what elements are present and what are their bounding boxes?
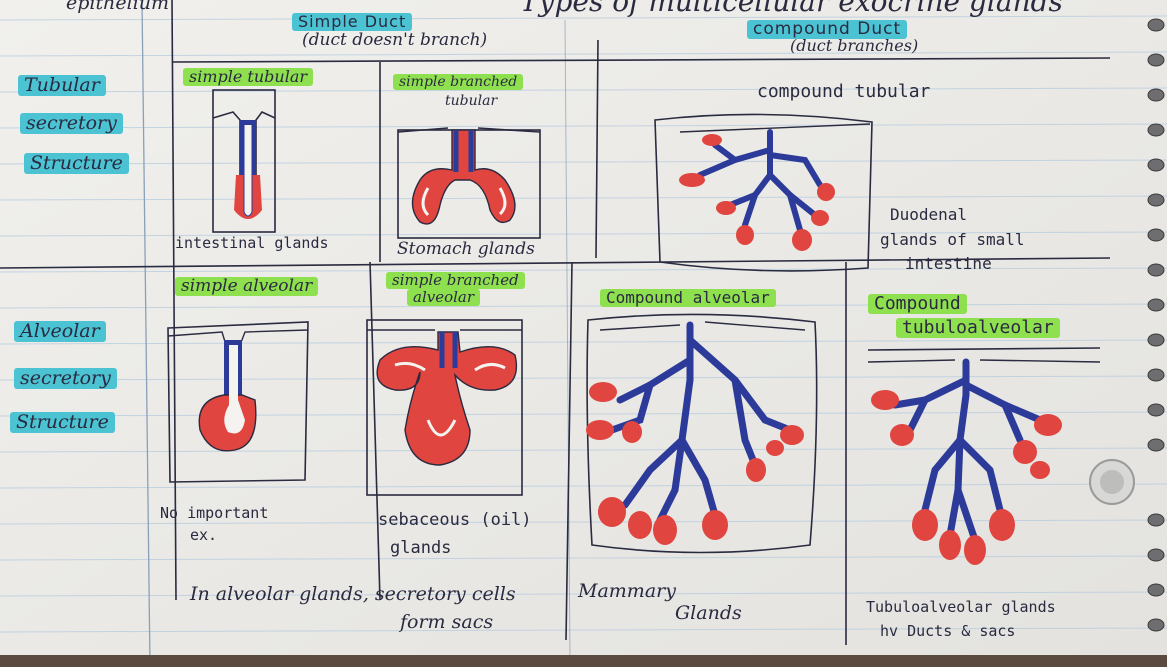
simple-duct-header: Simple Duct — [292, 13, 412, 31]
simple-duct-subtitle: (duct doesn't branch) — [302, 32, 487, 49]
compound-alveolar-label: Compound alveolar — [600, 289, 776, 307]
simple-tubular-example: intestinal glands — [175, 236, 329, 251]
simple-branched-tubular-example: Stomach glands — [397, 241, 535, 258]
compound-tubular-label: compound tubular — [757, 83, 930, 101]
compound-duct-subtitle: (duct branches) — [790, 38, 918, 54]
page-title-fragment: Types of multicellular exocrine glands — [520, 0, 1063, 16]
simple-alveolar-label: simple alveolar — [175, 277, 318, 296]
top-left-fragment: epithelium — [66, 0, 169, 13]
simple-tubular-label: simple tubular — [183, 68, 313, 86]
desk-edge — [0, 655, 1167, 667]
